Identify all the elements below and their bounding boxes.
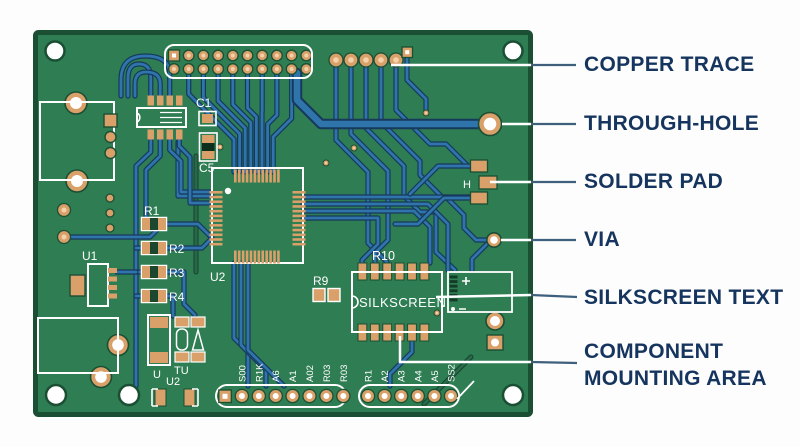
pin-label: A2 [380,370,391,382]
annotation-through-hole: THROUGH-HOLE [584,112,760,135]
mounting-hole [44,383,68,407]
pin-label: R03 [322,365,333,382]
plus-mark [462,277,470,285]
ic-u1: U1 [69,249,117,307]
pin-label: A6 [271,370,282,382]
pin-label: A1 [288,370,299,382]
r4-label: R4 [169,290,185,304]
mounting-hole [502,40,524,62]
h-label: H [463,179,471,191]
chip-r10-silkscreen: R10 SILKSCREEN [351,249,446,342]
capacitor-c1: C1 [196,96,217,127]
r3-label: R3 [169,266,185,280]
pin-label: A4 [413,370,424,382]
mounting-hole [501,383,525,407]
r1-label: R1 [144,204,160,218]
pin-label: R03 [339,365,350,382]
mounting-holes [44,40,525,407]
pin-label: A02 [305,365,316,382]
resistor-r3: R3 [140,264,185,280]
resistor-r4: R4 [140,288,185,304]
leader-mounting-onboard [398,336,531,364]
solder-pads: H [463,159,498,205]
mounting-hole [44,40,66,62]
resistor-r9: R9 [312,274,341,303]
top-pin-header [164,44,313,79]
qfp-footprint-u2: U2 [209,167,306,284]
component-u2-pads [151,388,199,407]
leader-lines [391,63,578,365]
connector-bottom-left [37,317,119,374]
pin-label: A5 [430,370,441,382]
bottom-pin-header-right: R1 A2 A3 A4 A5 SS2 [358,364,460,408]
pin-label: R1 [364,370,375,382]
resistor-r1: R1 [140,204,168,232]
annotation-copper-trace: COPPER TRACE [584,53,755,76]
annotation-solder-pad: SOLDER PAD [584,170,724,193]
r10-label: R10 [372,249,395,263]
pin-label: S00 [237,365,248,382]
pad [105,223,115,233]
pin-label: A3 [397,370,408,382]
annotation-component-line2: MOUNTING AREA [584,367,767,390]
component-mounting-area [447,271,513,313]
c1-label: C1 [196,96,212,110]
annotation-component-mounting-area: COMPONENT MOUNTING AREA [584,338,767,392]
leader-silkscreen-onboard [435,293,532,299]
u1-label: U1 [82,249,98,263]
connector-top-left [39,101,118,181]
pin-label: R1K [254,363,265,382]
leader-mounting-area [530,360,578,365]
component-u: U [147,314,171,381]
pin1-dot [224,187,232,195]
pads-and-vias [56,46,505,389]
u2-bottom-label: U2 [166,376,180,388]
mounting-hole [117,383,141,407]
annotation-silkscreen-text: SILKSCREEN TEXT [584,286,784,309]
component-tu-pair: TU U2 [166,316,206,388]
u-label: U [153,369,161,381]
silkscreen-chip-text: SILKSCREEN [359,295,446,310]
annotation-component-line1: COMPONENT [584,340,724,363]
leader-silkscreen-text [530,293,578,299]
pin-label: SS2 [447,364,458,382]
soic-ic-component [136,95,187,140]
annotation-via: VIA [584,228,620,251]
u2-ic-label: U2 [210,270,226,284]
silkscreen-diagonal [456,380,475,400]
r9-label: R9 [313,274,329,288]
pad [105,208,115,218]
r2-label: R2 [169,242,185,256]
c5-label: C5 [199,161,215,175]
tu-label: TU [174,365,189,377]
capacitor-c5: C5 [198,132,218,175]
resistor-r2: R2 [140,240,185,256]
bottom-pin-header-left: S00 R1K A6 A1 A02 R03 R03 [215,363,351,408]
pad [105,193,115,203]
